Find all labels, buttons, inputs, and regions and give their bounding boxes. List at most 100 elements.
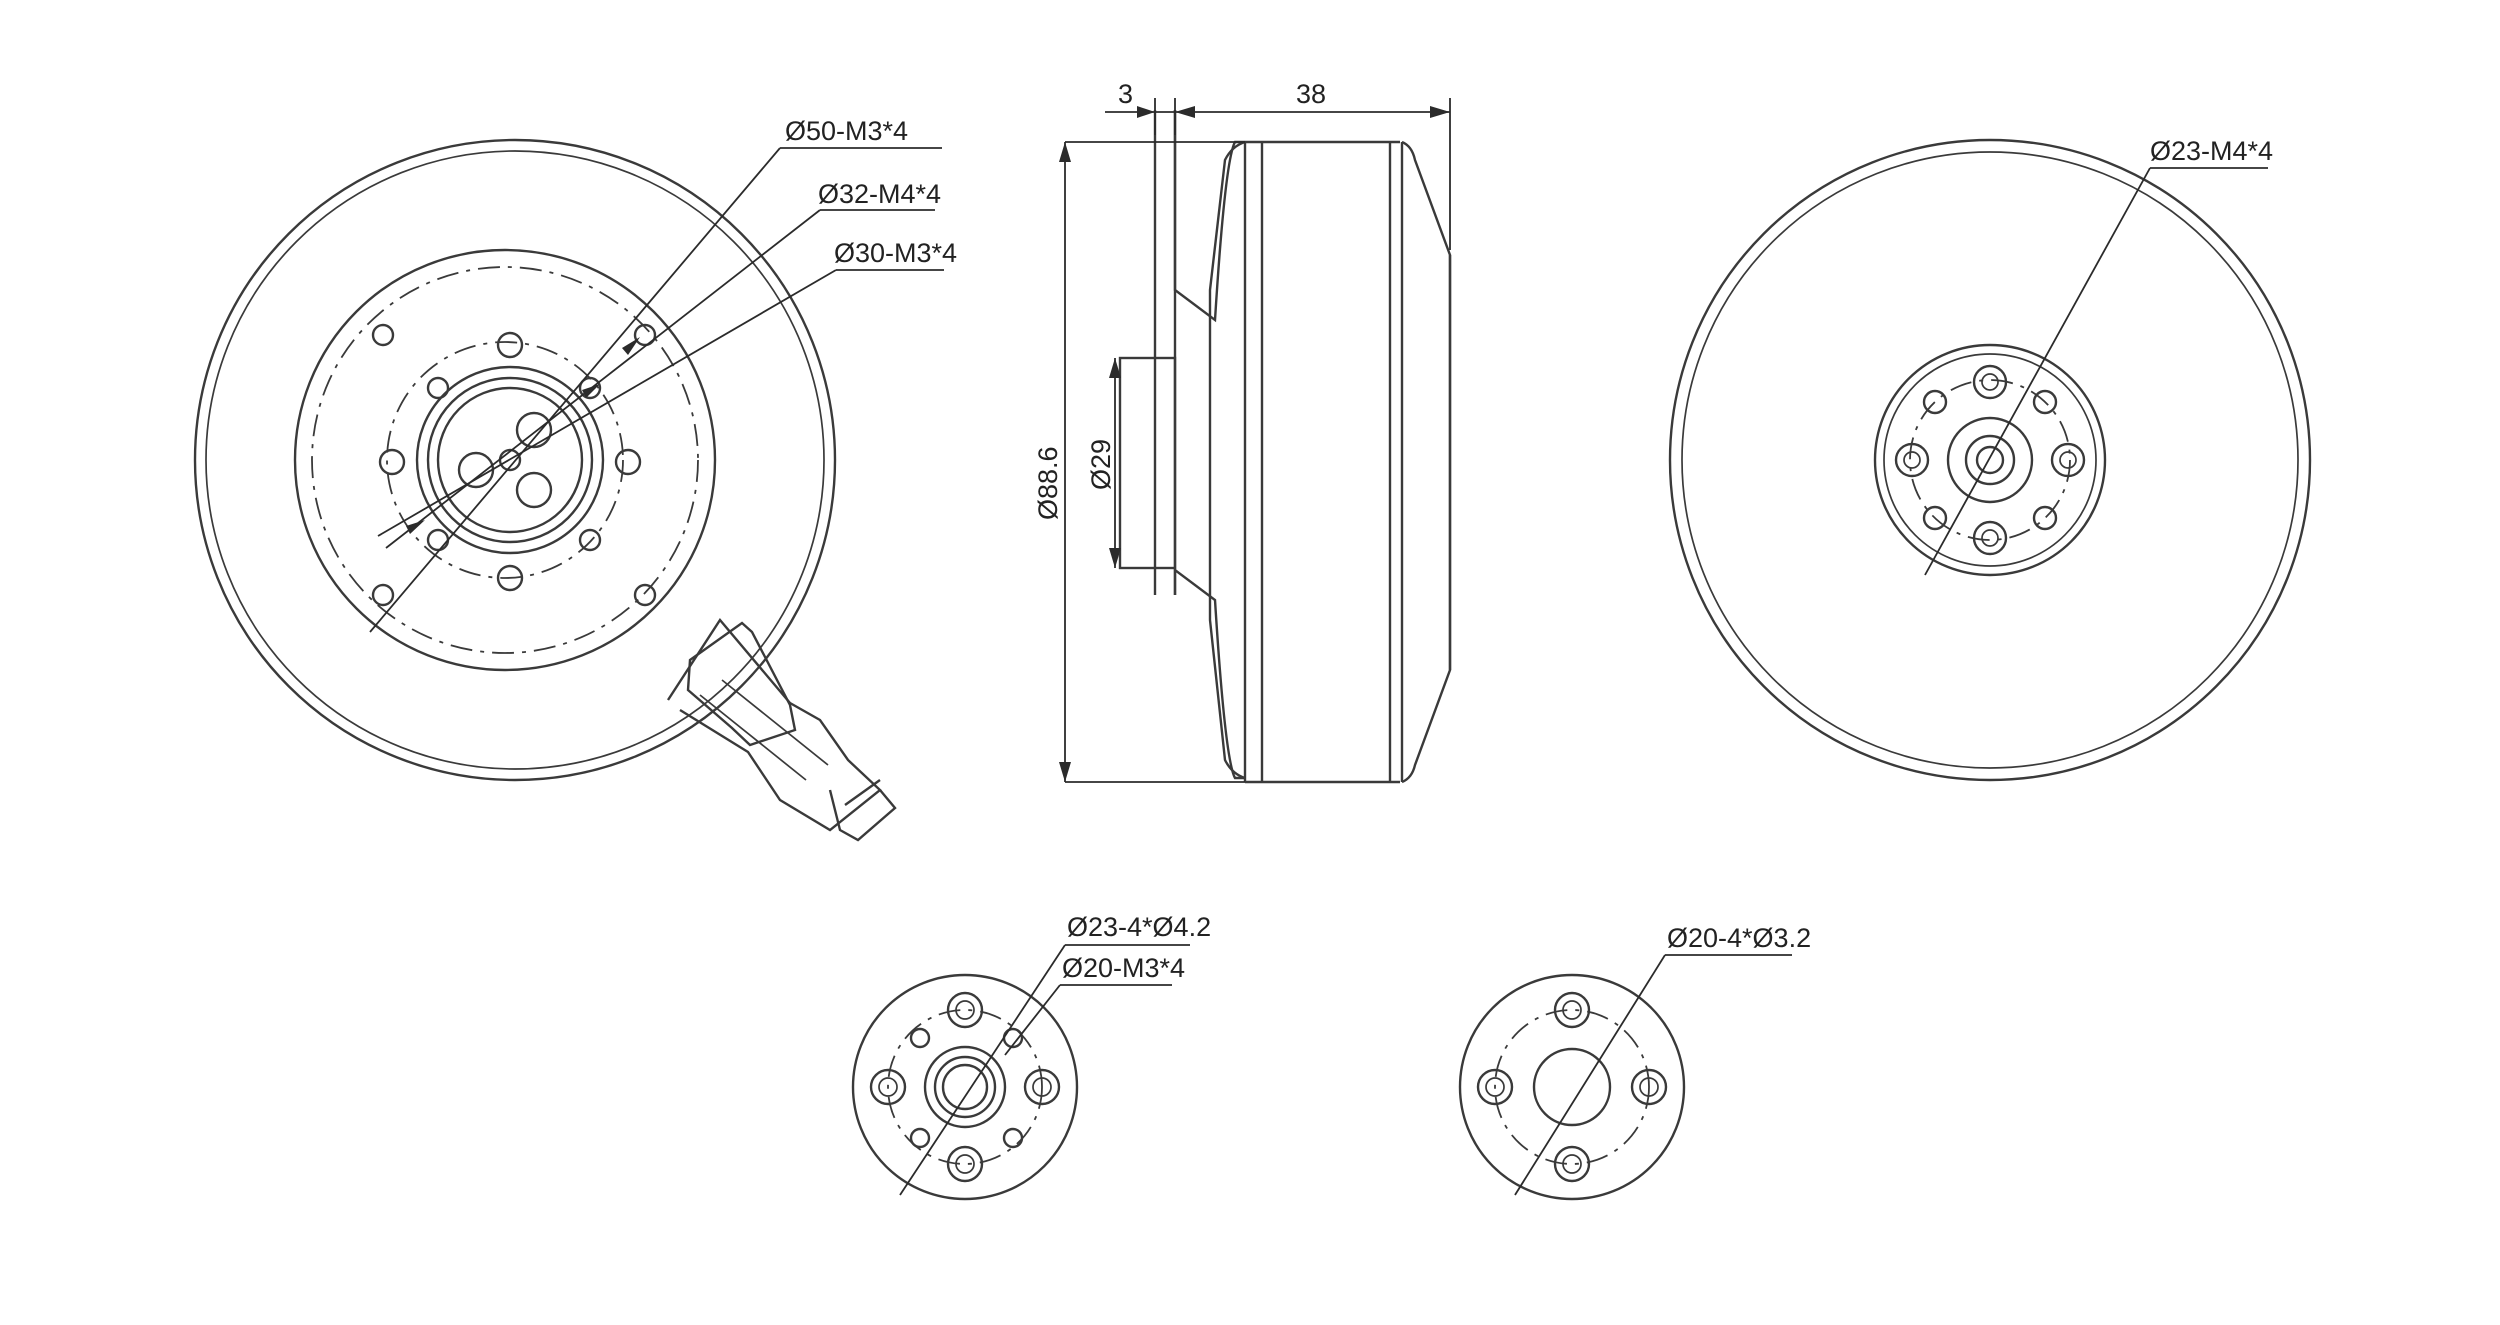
rear-hub-inner (1883, 353, 2097, 567)
side-view: Ø88.6 Ø29 38 3 (1033, 79, 1452, 784)
adapter1-hole (909, 1127, 931, 1149)
leader-32 (385, 209, 821, 549)
rear-hole-inner (2059, 451, 2077, 469)
rear-hole (1922, 389, 1948, 415)
adapter1-bore-ring (923, 1045, 1007, 1129)
adapter1-hole-inner (878, 1077, 898, 1097)
adapter1-outer (851, 973, 1079, 1201)
adapter2-bolt-circle (1494, 1009, 1650, 1165)
rear-bolt-circle (1909, 379, 2071, 541)
rear-outer-rim (1668, 138, 2312, 782)
adapter1-hole-inner (955, 1000, 975, 1020)
front-hub-hole (515, 471, 553, 509)
leader-23 (1924, 167, 2151, 576)
dim-arrow (1430, 106, 1450, 118)
front-bolt-hole (378, 448, 406, 476)
front-bolt-hole (426, 376, 450, 400)
leader-arrow (582, 384, 600, 398)
adapter1-hole (946, 991, 984, 1029)
adapter2-hole (1553, 1145, 1591, 1183)
adapter1-hole-inner (955, 1154, 975, 1174)
side-bell-curve (1208, 140, 1246, 780)
rear-hole (2050, 442, 2086, 478)
rear-hole (1972, 364, 2008, 400)
rear-hole-inner (1903, 451, 1921, 469)
front-hub-hole (515, 411, 553, 449)
adapter1-hole (909, 1027, 931, 1049)
adapter1-hole (1002, 1127, 1024, 1149)
adapter1-hole (1023, 1068, 1061, 1106)
side-label-3: 3 (1118, 79, 1133, 109)
front-bolt-hole (426, 528, 450, 552)
rear-hub-boss (1946, 416, 2034, 504)
adapter2-hole-inner (1639, 1077, 1659, 1097)
dim-arrow (1059, 142, 1071, 162)
adapter2-label-20: Ø20-4*Ø3.2 (1667, 923, 1811, 953)
rear-hole (2032, 389, 2058, 415)
side-rear-profile (1401, 140, 1452, 784)
rear-hole (1894, 442, 1930, 478)
adapter2-hole (1630, 1068, 1668, 1106)
rear-hole-inner (1981, 373, 1999, 391)
leader-arrow (406, 520, 425, 534)
adapter2-hole-inner (1562, 1000, 1582, 1020)
adapter2-hole-inner (1485, 1077, 1505, 1097)
front-hub (436, 386, 584, 534)
adapter1-label-23: Ø23-4*Ø4.2 (1067, 912, 1211, 942)
leader-30 (377, 269, 837, 537)
front-bolt-hole (496, 331, 524, 359)
rear-hole (2032, 505, 2058, 531)
front-hub-ring (415, 365, 605, 555)
side-label-29: Ø29 (1086, 439, 1116, 490)
adapter2-hole-inner (1562, 1154, 1582, 1174)
front-bolt-circle-32 (386, 341, 624, 579)
adapter2-hole (1553, 991, 1591, 1029)
rear-view: Ø23-M4*4 (1668, 136, 2312, 782)
front-hub-hole (457, 451, 495, 489)
side-front-profile (1173, 110, 1245, 323)
dim-arrow (1137, 106, 1155, 118)
adapter2-hole (1476, 1068, 1514, 1106)
rear-hub (1873, 343, 2107, 577)
side-shaft (1118, 356, 1177, 570)
front-bolt-hole (633, 323, 657, 347)
front-mount-plate (293, 248, 717, 672)
front-label-50: Ø50-M3*4 (785, 116, 908, 146)
front-view: Ø50-M3*4 Ø32-M4*4 Ø30-M3*4 (193, 116, 957, 842)
front-hub-ring-inner (426, 376, 594, 544)
front-bolt-circle-50 (311, 266, 699, 654)
leader-a1-23 (899, 944, 1066, 1196)
front-cable-exit (666, 617, 897, 842)
dim-arrow (1175, 106, 1195, 118)
leader-50 (369, 147, 781, 633)
front-label-30: Ø30-M3*4 (834, 238, 957, 268)
rear-shaft-inner (1975, 445, 2005, 475)
leader-arrow (622, 337, 640, 355)
adapter1-hole (869, 1068, 907, 1106)
front-bolt-hole (578, 376, 602, 400)
rear-shaft (1964, 434, 2016, 486)
adapter-1-view: Ø23-4*Ø4.2 Ø20-M3*4 (851, 912, 1211, 1201)
rear-hole-inner (1981, 529, 1999, 547)
adapter1-bore-inner (941, 1063, 989, 1111)
front-bolt-hole (614, 448, 642, 476)
adapter1-hole (946, 1145, 984, 1183)
adapter2-bore (1532, 1047, 1612, 1127)
adapter-2-view: Ø20-4*Ø3.2 (1458, 923, 1811, 1201)
dim-arrow (1109, 358, 1121, 378)
front-bolt-hole (496, 564, 524, 592)
rear-label-23: Ø23-M4*4 (2150, 136, 2273, 166)
front-outer-rim-inner (205, 150, 825, 770)
adapter1-bolt-circle (887, 1009, 1043, 1165)
side-label-38: 38 (1296, 79, 1326, 109)
front-bolt-hole (371, 323, 395, 347)
front-bolt-hole (371, 583, 395, 607)
front-bolt-hole (578, 528, 602, 552)
front-outer-rim (193, 138, 837, 782)
side-label-886: Ø88.6 (1033, 446, 1063, 520)
dim-arrow (1059, 762, 1071, 782)
adapter1-hole-inner (1032, 1077, 1052, 1097)
rear-outer-rim-inner (1681, 151, 2299, 769)
leader-a2-20 (1514, 954, 1666, 1196)
